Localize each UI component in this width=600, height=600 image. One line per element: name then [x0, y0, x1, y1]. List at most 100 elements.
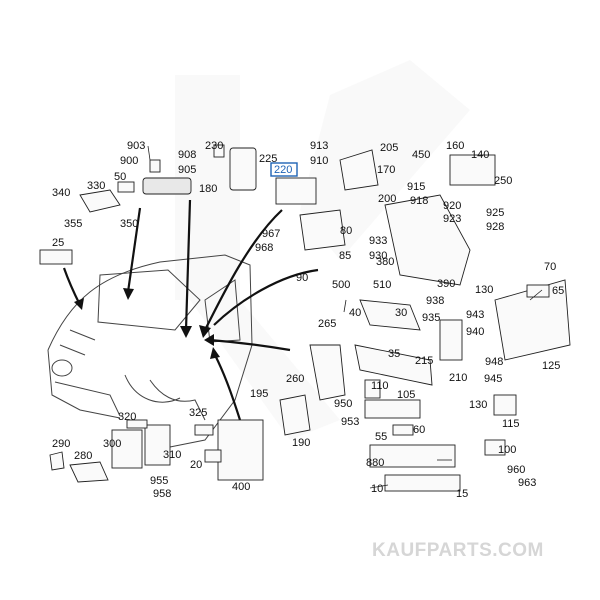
watermark-text: KAUFPARTS.COM	[372, 540, 544, 561]
pointer-arrows	[62, 199, 319, 421]
label-330: 330	[87, 180, 105, 192]
part-80	[299, 209, 346, 251]
part-300	[111, 429, 143, 469]
label-35: 35	[388, 348, 400, 360]
label-903: 903	[127, 140, 145, 152]
label-205: 205	[380, 142, 398, 154]
label-500: 500	[332, 279, 350, 291]
label-110: 110	[371, 380, 389, 392]
label-140: 140	[471, 149, 489, 161]
label-905: 905	[178, 164, 196, 176]
label-923: 923	[443, 213, 461, 225]
arrowhead	[74, 298, 84, 310]
part-180	[142, 177, 192, 195]
label-195: 195	[250, 388, 268, 400]
label-20: 20	[190, 459, 202, 471]
label-130a: 130	[475, 284, 493, 296]
label-400: 400	[232, 481, 250, 493]
label-900: 900	[120, 155, 138, 167]
part-50	[117, 181, 135, 193]
label-925: 925	[486, 207, 504, 219]
label-210: 210	[449, 372, 467, 384]
part-20	[204, 449, 222, 463]
label-70: 70	[544, 261, 556, 273]
label-320: 320	[118, 411, 136, 423]
part-105	[364, 399, 421, 419]
label-280: 280	[74, 450, 92, 462]
label-80: 80	[340, 225, 352, 237]
part-250	[449, 154, 496, 186]
label-963: 963	[518, 477, 536, 489]
parts	[39, 144, 571, 492]
part-100	[484, 439, 506, 456]
part-220	[275, 177, 317, 205]
label-958: 958	[153, 488, 171, 500]
label-260: 260	[286, 373, 304, 385]
label-390: 390	[437, 278, 455, 290]
label-325: 325	[189, 407, 207, 419]
label-50: 50	[114, 171, 126, 183]
label-105: 105	[397, 389, 415, 401]
label-960: 960	[507, 464, 525, 476]
label-10: 10	[371, 483, 383, 495]
arrowhead	[123, 288, 134, 300]
label-915: 915	[407, 181, 425, 193]
label-65: 65	[552, 285, 564, 297]
part-115	[493, 394, 517, 416]
label-85: 85	[339, 250, 351, 262]
label-350: 350	[120, 218, 138, 230]
label-200: 200	[378, 193, 396, 205]
label-340: 340	[52, 187, 70, 199]
label-935: 935	[422, 312, 440, 324]
van-outline	[47, 254, 253, 449]
label-380: 380	[376, 256, 394, 268]
label-15: 15	[456, 488, 468, 500]
label-355: 355	[64, 218, 82, 230]
part-880	[369, 444, 456, 468]
label-948: 948	[485, 356, 503, 368]
label-880: 880	[366, 457, 384, 469]
part-110	[364, 379, 381, 399]
label-310: 310	[163, 449, 181, 461]
part-940	[439, 319, 463, 361]
label-170: 170	[377, 164, 395, 176]
label-60: 60	[413, 424, 425, 436]
part-280	[69, 461, 109, 483]
part-380	[384, 194, 471, 286]
label-918: 918	[410, 195, 428, 207]
label-920: 920	[443, 200, 461, 212]
part-10	[384, 474, 461, 492]
label-220: 220	[274, 164, 292, 176]
part-60	[392, 424, 414, 436]
label-55: 55	[375, 431, 387, 443]
part-170	[339, 149, 379, 191]
label-955: 955	[150, 475, 168, 487]
label-115: 115	[502, 418, 520, 430]
label-910: 910	[310, 155, 328, 167]
part-330	[79, 189, 121, 213]
label-190: 190	[292, 437, 310, 449]
part-260	[309, 344, 346, 401]
label-40: 40	[349, 307, 361, 319]
label-908: 908	[178, 149, 196, 161]
label-938: 938	[426, 295, 444, 307]
label-945: 945	[484, 373, 502, 385]
label-250: 250	[494, 175, 512, 187]
part-35	[354, 344, 433, 386]
arrowhead	[180, 326, 192, 338]
label-913: 913	[310, 140, 328, 152]
part-30	[359, 299, 421, 331]
label-130b: 130	[469, 399, 487, 411]
arrowhead	[199, 325, 211, 338]
label-943: 943	[466, 309, 484, 321]
label-30: 30	[395, 307, 407, 319]
label-265: 265	[318, 318, 336, 330]
label-933: 933	[369, 235, 387, 247]
label-968: 968	[255, 242, 273, 254]
label-25: 25	[52, 237, 64, 249]
label-940: 940	[466, 326, 484, 338]
part-900	[149, 159, 161, 173]
label-100: 100	[498, 444, 516, 456]
